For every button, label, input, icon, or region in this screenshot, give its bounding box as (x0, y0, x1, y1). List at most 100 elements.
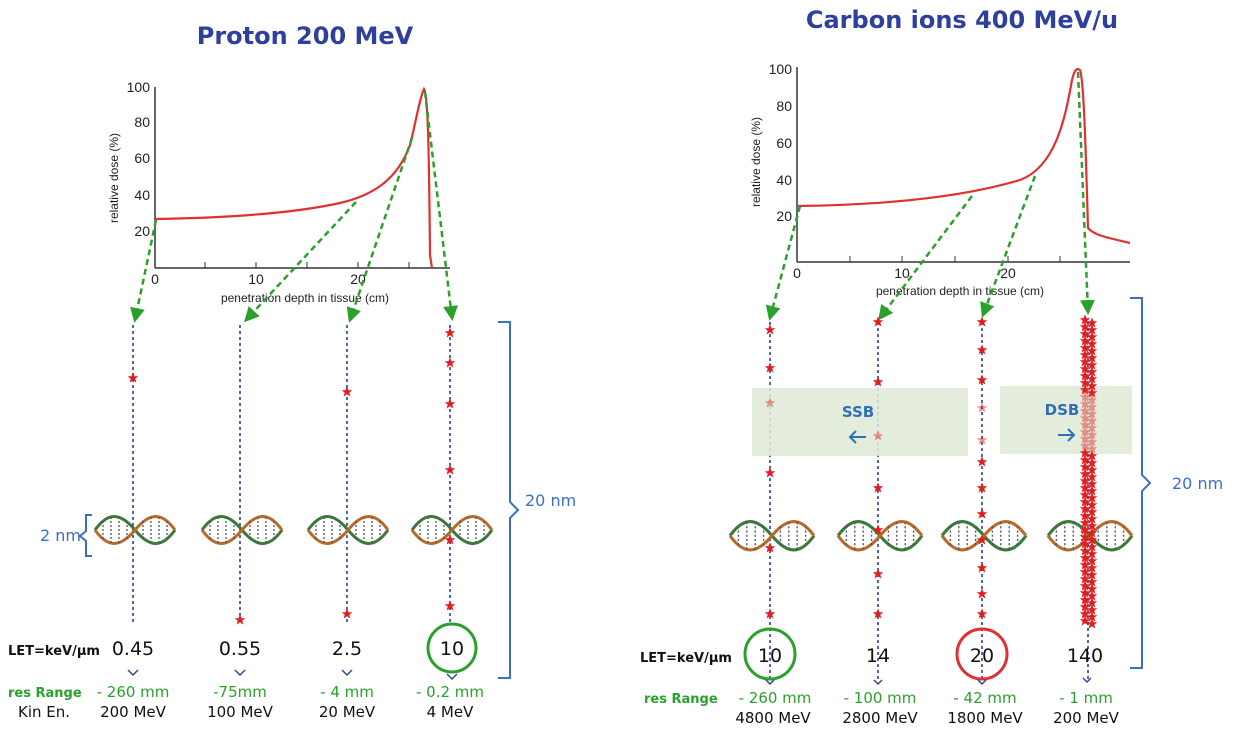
carbon-arrow-3 (980, 175, 1037, 318)
ionization-star (234, 614, 246, 625)
right-arrow-icon (1058, 428, 1076, 442)
energy-value: 1800 MeV (947, 709, 1023, 727)
carbon-ytick-80: 80 (776, 98, 792, 114)
range-value: - 1 mm (1059, 689, 1113, 707)
energy-value: 100 MeV (207, 703, 274, 721)
proton-xtick-0: 0 (151, 271, 159, 287)
down-arrow-icon (1082, 677, 1092, 683)
proton-arrow-1 (130, 219, 158, 323)
dsb-box: DSB (1000, 386, 1132, 454)
carbon-dna (728, 520, 1134, 552)
proton-bragg-curve (154, 86, 434, 269)
range-value: - 42 mm (953, 689, 1016, 707)
ionization-star (341, 386, 353, 397)
let-value: 0.55 (219, 638, 261, 660)
energy-value: 200 MeV (100, 703, 167, 721)
carbon-title: Carbon ions 400 MeV/u (806, 6, 1118, 34)
dense-ionization-track (1079, 314, 1098, 629)
dna-helix (200, 515, 284, 545)
carbon-dose-graph: 20 40 60 80 100 0 10 20 penetration dept… (749, 61, 1131, 298)
ionization-star (976, 316, 988, 327)
carbon-arrows (765, 71, 1095, 321)
range-value: - 4 mm (320, 683, 374, 701)
carbon-xtick-20: 20 (1000, 265, 1016, 281)
scale-20nm-label-right: 20 nm (1172, 474, 1223, 493)
carbon-ytick-20: 20 (776, 208, 792, 224)
carbon-ionization-events (764, 314, 1098, 629)
dsb-label: DSB (1045, 401, 1080, 419)
dna-helix (306, 515, 390, 545)
ionization-star (444, 398, 456, 409)
let-value: 2.5 (332, 638, 362, 660)
carbon-tracks (769, 322, 1089, 680)
carbon-ytick-60: 60 (776, 135, 792, 151)
carbon-arrow-2 (878, 195, 973, 321)
ionization-star (872, 376, 884, 387)
highlight-circle-red (955, 627, 1009, 681)
carbon-xtick-0: 0 (793, 265, 801, 281)
ionization-star (444, 357, 456, 368)
range-value: - 0.2 mm (416, 683, 484, 701)
range-value: -75mm (213, 683, 267, 701)
carbon-arrow-4 (1076, 71, 1095, 315)
ionization-star (764, 324, 776, 335)
let-value: 140 (1067, 645, 1103, 667)
proton-arrow-3 (346, 137, 414, 323)
energy-value: 4800 MeV (735, 709, 811, 727)
ionization-star (976, 588, 988, 599)
ionization-star (976, 456, 988, 467)
ionization-star (872, 568, 884, 579)
dsb-region (1000, 386, 1132, 454)
range-value: - 100 mm (844, 689, 917, 707)
kin-label: Kin En. (18, 703, 70, 721)
carbon-ytick-100: 100 (769, 61, 793, 77)
ionization-star (872, 316, 884, 327)
proton-dna (93, 515, 494, 545)
proton-arrow-2 (243, 201, 357, 323)
carbon-xtick-10: 10 (894, 265, 910, 281)
dna-helix (728, 520, 816, 552)
range-label-right: res Range (644, 692, 718, 707)
dna-helix (940, 520, 1028, 552)
dna-helix (410, 515, 494, 545)
left-arrow-icon (848, 430, 866, 444)
dna-helix (836, 520, 924, 552)
carbon-down-arrows (765, 677, 1092, 685)
proton-y-label: relative dose (%) (107, 133, 121, 223)
ssb-region (752, 388, 968, 456)
carbon-ytick-40: 40 (776, 172, 792, 188)
highlight-circle-green (426, 622, 478, 674)
carbon-bragg-curve (796, 67, 1131, 245)
down-arrow-icon (234, 669, 246, 676)
proton-panel: Proton 200 MeV 20 40 60 80 100 0 10 20 p… (8, 22, 576, 721)
proton-ytick-100: 100 (127, 79, 151, 95)
ionization-star (341, 608, 353, 619)
scale-2nm-label: 2 nm (40, 526, 81, 545)
down-arrow-icon (977, 679, 987, 685)
let-label-right: LET=keV/µm (640, 651, 732, 666)
ionization-star (976, 562, 988, 573)
let-value: 14 (866, 645, 890, 667)
down-arrow-icon (765, 679, 775, 685)
proton-ytick-40: 40 (134, 187, 150, 203)
energy-value: 2800 MeV (842, 709, 918, 727)
energy-value: 4 MeV (427, 703, 474, 721)
proton-xtick-10: 10 (248, 271, 264, 287)
proton-xtick-20: 20 (350, 271, 366, 287)
carbon-x-label: penetration depth in tissue (cm) (876, 284, 1044, 298)
ionization-star (976, 402, 988, 413)
let-value: 0.45 (112, 638, 154, 660)
ssb-label: SSB (842, 403, 874, 421)
range-label-left: res Range (8, 686, 82, 701)
scale-20nm-left: 20 nm (498, 321, 576, 679)
ionization-star (764, 467, 776, 478)
carbon-panel: Carbon ions 400 MeV/u 20 40 60 80 100 0 … (640, 6, 1223, 727)
proton-ytick-20: 20 (134, 223, 150, 239)
proton-down-arrows (127, 669, 458, 680)
down-arrow-icon (341, 669, 353, 676)
ionization-star (444, 327, 456, 338)
dna-helix (93, 515, 177, 545)
proton-arrows (130, 91, 459, 323)
proton-tracks (132, 325, 451, 625)
